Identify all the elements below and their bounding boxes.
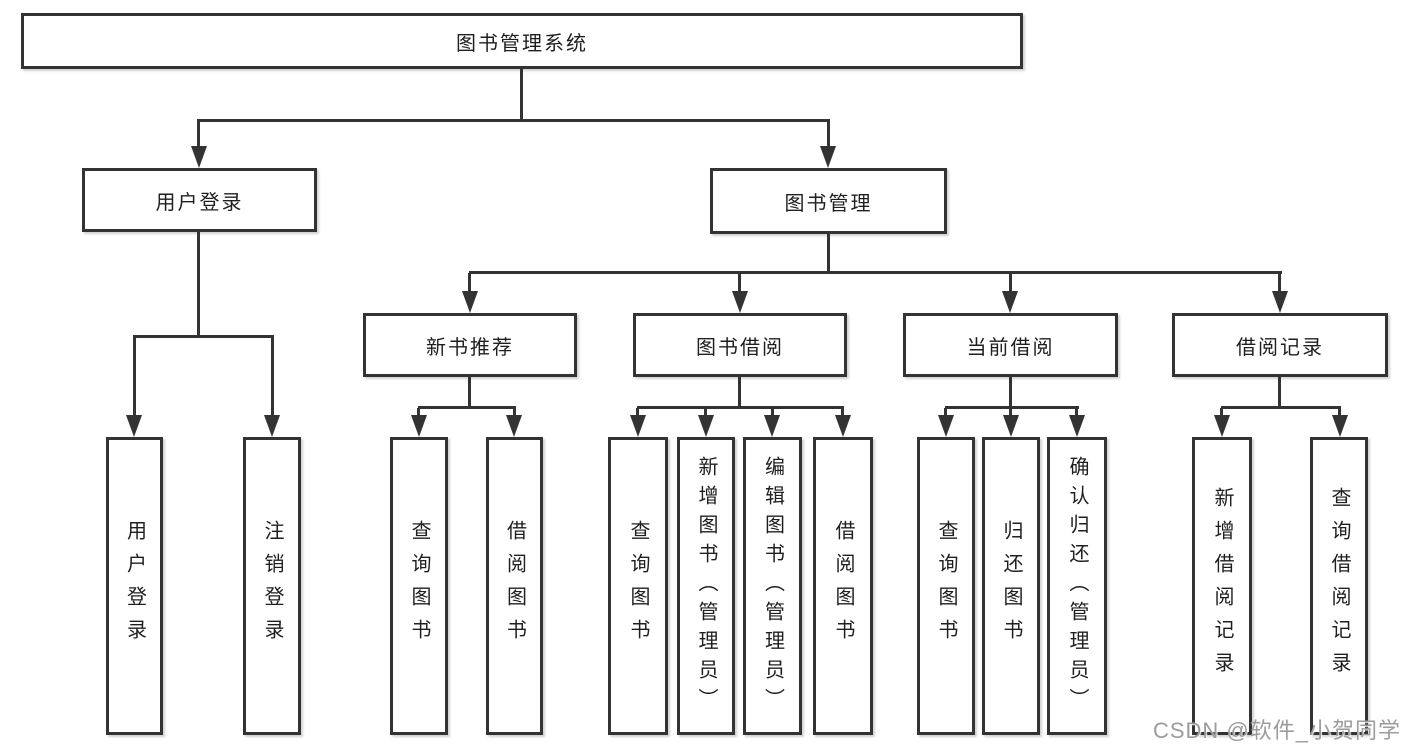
arrow-down-icon: [1332, 415, 1348, 437]
node-label: 查询图书: [408, 520, 430, 652]
arrow-down-icon: [126, 415, 142, 437]
node-new-book-recommend: 新书推荐: [363, 313, 577, 377]
arrow-down-icon: [1214, 415, 1230, 437]
node-library-management-system: 图书管理系统: [21, 13, 1023, 69]
arrow-down-icon: [1002, 291, 1018, 313]
node-label: 查询图书: [935, 520, 957, 652]
node-label: 新增借阅记录: [1211, 487, 1233, 685]
connector-hline: [197, 119, 830, 122]
node-current-borrowing: 当前借阅: [903, 313, 1118, 377]
arrow-down-icon: [630, 415, 646, 437]
connector-vline: [841, 408, 844, 416]
connector-hline: [418, 406, 516, 409]
node-leaf-borrowing-query-book: 查询图书: [608, 437, 668, 735]
arrow-down-icon: [506, 415, 522, 437]
connector-vline: [520, 69, 523, 120]
node-label: 新书推荐: [426, 336, 514, 359]
node-borrowing-records: 借阅记录: [1172, 313, 1388, 377]
connector-vline: [944, 408, 947, 416]
node-leaf-record-query: 查询借阅记录: [1310, 437, 1368, 735]
node-leaf-recommend-borrow-book: 借阅图书: [486, 437, 543, 735]
connector-vline: [197, 121, 200, 148]
connector-hline: [945, 406, 1079, 409]
connector-hline: [133, 335, 274, 338]
connector-vline: [1009, 377, 1012, 407]
connector-vline: [738, 377, 741, 407]
arrow-down-icon: [191, 146, 207, 168]
arrow-down-icon: [732, 291, 748, 313]
connector-vline: [636, 408, 639, 416]
arrow-down-icon: [411, 415, 427, 437]
connector-hline: [1221, 406, 1341, 409]
node-label: 图书借阅: [696, 336, 784, 359]
node-leaf-borrowing-borrow-book: 借阅图书: [813, 437, 873, 735]
arrow-down-icon: [938, 415, 954, 437]
node-user-login: 用户登录: [82, 168, 317, 232]
node-label: 归还图书: [1000, 520, 1022, 652]
node-book-management: 图书管理: [710, 168, 947, 234]
connector-vline: [513, 408, 516, 416]
node-label: 编辑图书（管理员）: [761, 455, 784, 717]
node-label: 注销登录: [261, 520, 283, 652]
node-leaf-recommend-query-book: 查询图书: [390, 437, 448, 735]
node-leaf-borrowing-edit-book-admin: 编辑图书（管理员）: [743, 437, 802, 735]
connector-vline: [417, 408, 420, 416]
connector-vline: [197, 232, 200, 336]
connector-vline: [1338, 408, 1341, 416]
node-leaf-logout: 注销登录: [243, 437, 301, 735]
connector-vline: [1009, 408, 1012, 416]
node-leaf-borrowing-add-book-admin: 新增图书（管理员）: [677, 437, 735, 735]
connector-vline: [1009, 273, 1012, 292]
node-label: 用户登录: [123, 520, 146, 652]
node-label: 用户登录: [155, 191, 244, 214]
connector-vline: [1278, 273, 1281, 292]
connector-hline: [469, 271, 1282, 274]
connector-vline: [827, 234, 830, 272]
connector-vline: [1075, 408, 1078, 416]
arrow-down-icon: [1069, 415, 1085, 437]
connector-hline: [637, 406, 844, 409]
arrow-down-icon: [764, 415, 780, 437]
arrow-down-icon: [1003, 415, 1019, 437]
connector-vline: [738, 273, 741, 292]
node-label: 查询借阅记录: [1328, 487, 1350, 685]
node-book-borrowing: 图书借阅: [633, 313, 847, 377]
arrow-down-icon: [820, 146, 836, 168]
arrow-down-icon: [264, 415, 280, 437]
node-leaf-current-return-book: 归还图书: [982, 437, 1040, 735]
node-label: 借阅图书: [832, 520, 854, 652]
node-label: 查询图书: [627, 520, 649, 652]
node-leaf-current-confirm-return-admin: 确认归还（管理员）: [1047, 437, 1107, 735]
node-label: 借阅图书: [503, 520, 526, 652]
connector-vline: [468, 273, 471, 292]
arrow-down-icon: [698, 415, 714, 437]
connector-vline: [827, 121, 830, 148]
watermark-text: CSDN @软件_小贺同学: [1152, 718, 1401, 743]
node-label: 图书管理系统: [456, 32, 588, 55]
arrow-down-icon: [1272, 291, 1288, 313]
connector-vline: [704, 408, 707, 416]
node-leaf-current-query-book: 查询图书: [917, 437, 975, 735]
node-label: 图书管理: [784, 192, 873, 215]
connector-vline: [771, 408, 774, 416]
connector-vline: [133, 337, 136, 416]
node-leaf-record-add: 新增借阅记录: [1192, 437, 1252, 735]
arrow-down-icon: [462, 291, 478, 313]
arrow-down-icon: [835, 415, 851, 437]
node-label: 借阅记录: [1236, 336, 1324, 359]
connector-vline: [468, 377, 471, 407]
node-label: 当前借阅: [966, 336, 1055, 359]
node-label: 新增图书（管理员）: [695, 455, 717, 717]
node-label: 确认归还（管理员）: [1066, 455, 1088, 717]
node-leaf-user-login: 用户登录: [106, 437, 163, 735]
connector-vline: [1278, 377, 1281, 407]
connector-vline: [1220, 408, 1223, 416]
connector-vline: [271, 337, 274, 416]
